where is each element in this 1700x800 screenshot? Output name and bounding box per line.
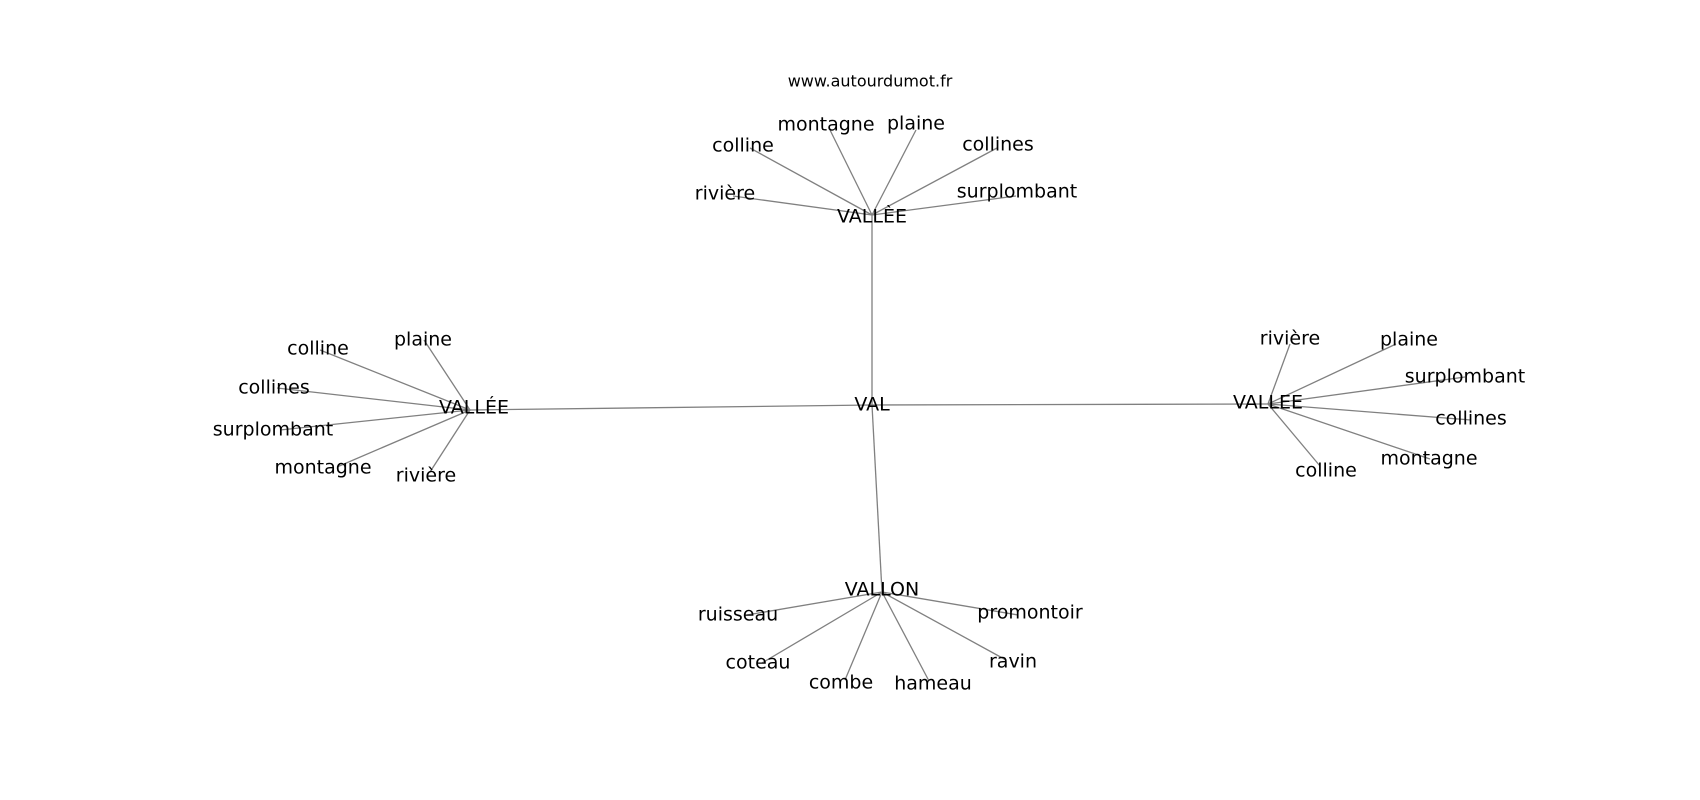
leaf-node-label: colline (287, 338, 349, 360)
leaf-node-label: colline (1295, 460, 1357, 482)
source-label: www.autourdumot.fr (788, 72, 953, 91)
hub-node-label: VALLEE (1233, 392, 1303, 414)
leaf-node-label: plaine (394, 329, 452, 351)
hub-node-label: VALLON (845, 579, 919, 601)
edge-hub-left-leaf-3 (279, 409, 471, 431)
edge-hub-top-leaf-3 (871, 147, 998, 216)
edge-center-hub-right (871, 403, 1269, 406)
edge-hub-right-leaf-3 (1267, 403, 1472, 421)
leaf-node-label: rivière (1260, 328, 1320, 350)
leaf-node-label: rivière (396, 465, 456, 487)
edge-center-hub-bottom (871, 404, 883, 593)
edge-hub-left-leaf-0 (319, 349, 471, 411)
hub-node-label: VALLÈE (837, 205, 907, 228)
leaf-node-label: colline (712, 135, 774, 157)
center-node-label: VAL (854, 394, 890, 416)
leaf-node-label: montagne (274, 457, 371, 479)
leaf-node-label: promontoir (977, 602, 1083, 624)
leaf-node-label: plaine (1380, 329, 1438, 351)
leaf-node-label: ruisseau (698, 604, 778, 626)
edge-center-hub-left (469, 404, 873, 411)
leaf-node-label: collines (238, 377, 310, 399)
edge-hub-left-leaf-2 (276, 387, 471, 411)
edge-hub-top-leaf-4 (732, 195, 873, 216)
leaf-node-label: combe (809, 672, 873, 694)
edge-hub-bottom-leaf-2 (761, 591, 883, 664)
edges (276, 129, 1472, 682)
edge-hub-left-leaf-4 (336, 409, 471, 468)
edge-hub-left-leaf-5 (429, 409, 471, 473)
edge-hub-right-leaf-4 (1267, 403, 1431, 460)
edge-hub-top-leaf-5 (871, 195, 1017, 216)
leaf-node-label: surplombant (213, 419, 333, 441)
leaf-node-label: hameau (894, 673, 972, 695)
edge-hub-top-leaf-1 (829, 129, 873, 216)
edge-hub-bottom-leaf-0 (746, 591, 883, 616)
edge-hub-top-leaf-2 (871, 129, 917, 216)
edge-hub-left-leaf-1 (423, 339, 471, 411)
leaf-node-label: plaine (887, 113, 945, 135)
leaf-node-label: montagne (1380, 448, 1477, 470)
leaf-node-label: surplombant (957, 181, 1077, 203)
leaf-node-label: collines (962, 134, 1034, 156)
leaf-node-label: coteau (726, 652, 791, 674)
edge-hub-top-leaf-0 (749, 147, 873, 216)
edge-hub-bottom-leaf-4 (881, 591, 930, 682)
leaf-node-label: surplombant (1405, 366, 1525, 388)
hub-node-label: VALLÉE (439, 396, 509, 419)
edge-hub-right-leaf-1 (1267, 343, 1397, 405)
edge-hub-bottom-leaf-5 (881, 591, 1007, 661)
edge-hub-right-leaf-2 (1267, 376, 1466, 405)
edge-hub-bottom-leaf-3 (844, 591, 883, 681)
leaf-node-label: rivière (695, 183, 755, 205)
edge-hub-bottom-leaf-1 (881, 591, 1019, 616)
edge-hub-right-leaf-5 (1267, 403, 1321, 467)
leaf-node-label: collines (1435, 408, 1507, 430)
leaf-node-label: montagne (777, 114, 874, 136)
leaf-node-label: ravin (989, 651, 1037, 673)
edge-hub-right-leaf-0 (1267, 343, 1291, 405)
